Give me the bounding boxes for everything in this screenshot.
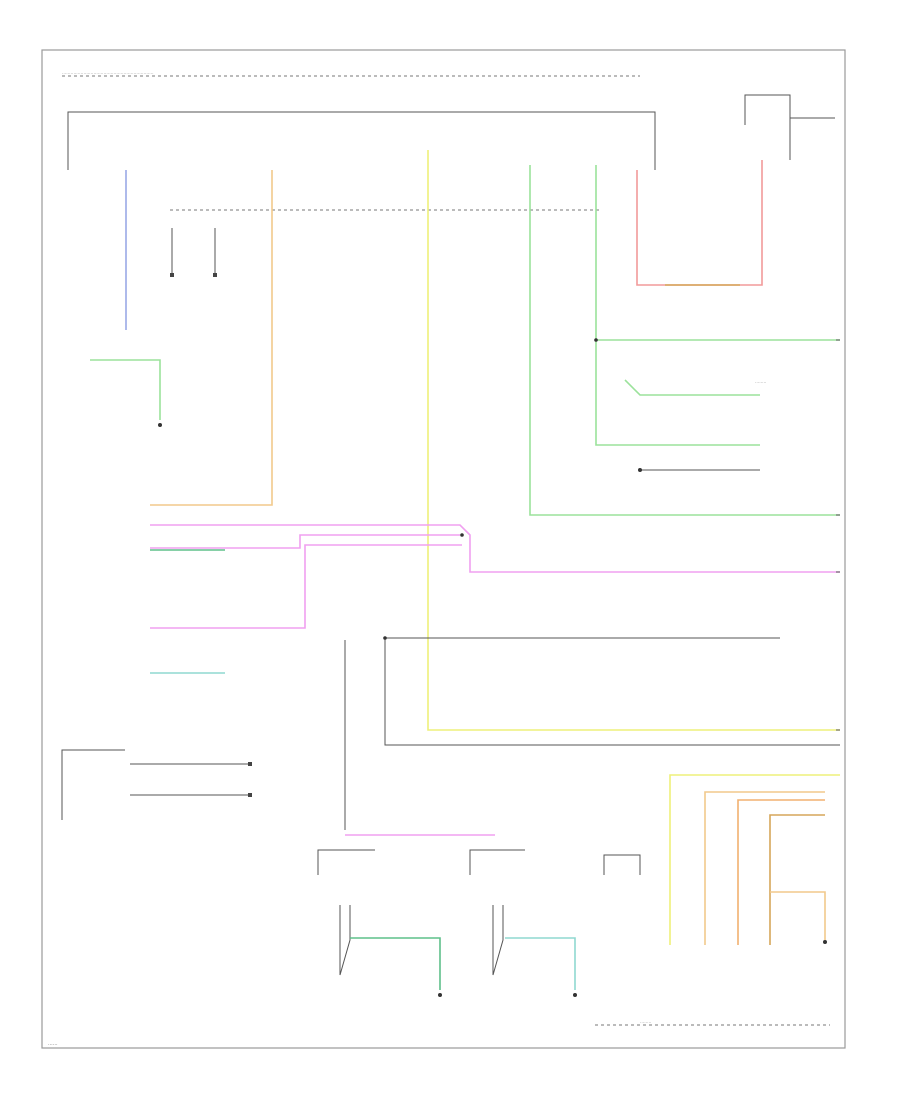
junction-1 [460, 533, 464, 537]
module-bottom-mid [603, 854, 641, 875]
pin-left-2 [213, 273, 217, 277]
steering-switch-box [61, 749, 125, 820]
ground-bottom-1 [438, 993, 442, 997]
diagram-frame [41, 49, 846, 1049]
ground-bottom-2 [573, 993, 577, 997]
mid-signal-drop [384, 638, 840, 746]
wire-orange-short [770, 891, 826, 940]
top-bus-box [67, 111, 656, 170]
wire-red-loop [636, 160, 763, 286]
bottom-header-label: ........ [640, 1020, 651, 1025]
right-header-label: ........ [755, 380, 766, 385]
wire-orange-bottom-1 [704, 791, 825, 945]
lamp-left-switch [492, 905, 504, 976]
top-right-module [744, 94, 791, 160]
wire-magenta-2 [150, 534, 460, 549]
lamp-left-box [469, 849, 525, 875]
top-header-label: ........................................… [62, 71, 154, 76]
pin-left-1 [170, 273, 174, 277]
corner-tag-label: ...... [48, 1041, 58, 1047]
lamp-right-switch [339, 905, 351, 976]
wire-orange [150, 170, 273, 506]
lamp-right-box [317, 849, 375, 875]
wire-magenta-1 [150, 524, 840, 573]
wire-teal-bottom [505, 937, 576, 990]
wire-magenta-3 [150, 544, 462, 629]
steering-pin-1 [248, 762, 252, 766]
wire-green-left [90, 359, 161, 420]
ground-dot [638, 468, 642, 472]
wire-green-bottom-1 [350, 937, 441, 990]
wire-tan-bottom [769, 814, 825, 945]
steering-pin-2 [248, 793, 252, 797]
wire-yellow [427, 150, 840, 731]
wire-green-center [529, 165, 840, 516]
wire-green-right [595, 165, 760, 446]
wire-yellow-bottom [669, 774, 840, 945]
wire-orange-bottom-2 [737, 799, 825, 945]
ground-left-dot [158, 423, 162, 427]
junction-2 [383, 636, 387, 640]
junction-3 [594, 338, 598, 342]
ground-right-bottom [823, 940, 827, 944]
wire-green-right-3 [624, 379, 760, 396]
